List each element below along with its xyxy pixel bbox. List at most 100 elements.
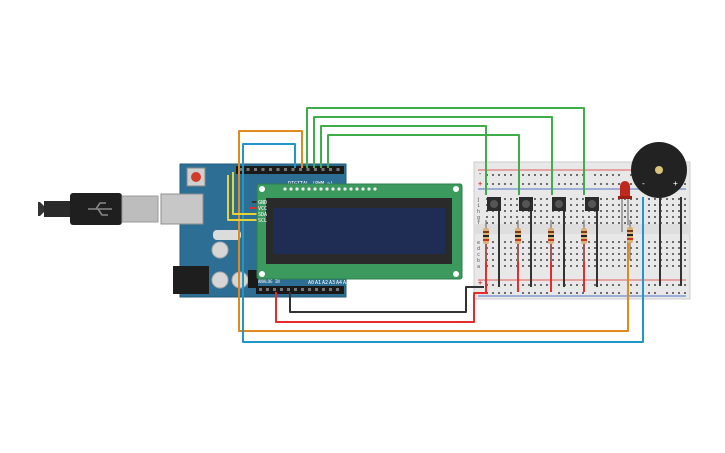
- breadboard-hole: [606, 216, 608, 218]
- breadboard-hole: [684, 216, 686, 218]
- breadboard-hole: [528, 241, 530, 243]
- resistor-band: [515, 235, 521, 237]
- breadboard-hole: [630, 210, 632, 212]
- lcd-pin-label: SCL: [258, 218, 267, 224]
- led: [618, 181, 632, 232]
- rail-label-plus: +: [478, 279, 482, 287]
- header-pin: [284, 168, 287, 171]
- breadboard-hole: [510, 198, 512, 200]
- breadboard-hole: [624, 204, 626, 206]
- breadboard-hole: [630, 174, 632, 176]
- breadboard-hole: [666, 241, 668, 243]
- lcd-pin: [319, 187, 323, 191]
- breadboard-hole: [504, 216, 506, 218]
- breadboard-hole: [558, 284, 560, 286]
- breadboard-hole: [558, 247, 560, 249]
- breadboard-hole: [540, 265, 542, 267]
- breadboard-hole: [612, 259, 614, 261]
- breadboard-hole: [528, 183, 530, 185]
- breadboard-hole: [618, 204, 620, 206]
- breadboard-hole: [654, 253, 656, 255]
- header-pin: [308, 288, 311, 291]
- row-letter: j: [477, 197, 480, 203]
- breadboard-hole: [534, 198, 536, 200]
- breadboard-hole: [510, 222, 512, 224]
- breadboard-hole: [504, 292, 506, 294]
- breadboard-hole: [654, 222, 656, 224]
- breadboard-hole: [534, 265, 536, 267]
- breadboard-hole: [552, 259, 554, 261]
- breadboard-hole: [654, 247, 656, 249]
- push-button-cap[interactable]: [522, 200, 530, 208]
- breadboard-hole: [678, 198, 680, 200]
- breadboard-hole: [648, 253, 650, 255]
- breadboard-hole: [606, 253, 608, 255]
- lcd-pin: [325, 187, 329, 191]
- resistor: [627, 220, 633, 260]
- breadboard-hole: [630, 204, 632, 206]
- breadboard-hole: [606, 183, 608, 185]
- lcd-top-pins: [283, 187, 377, 191]
- breadboard-hole: [546, 292, 548, 294]
- analog-pin-label: A5: [343, 280, 349, 286]
- power-jack: [173, 266, 209, 294]
- push-button-cap[interactable]: [490, 200, 498, 208]
- wire-green: [320, 125, 487, 195]
- breadboard-hole: [606, 210, 608, 212]
- breadboard-hole: [534, 222, 536, 224]
- breadboard-hole: [504, 253, 506, 255]
- breadboard-hole: [648, 284, 650, 286]
- breadboard-hole: [636, 204, 638, 206]
- breadboard-hole: [606, 247, 608, 249]
- breadboard-hole: [504, 198, 506, 200]
- breadboard-hole: [492, 216, 494, 218]
- breadboard-hole: [594, 284, 596, 286]
- breadboard-hole: [540, 259, 542, 261]
- breadboard-hole: [522, 216, 524, 218]
- breadboard-hole: [678, 241, 680, 243]
- breadboard-hole: [594, 174, 596, 176]
- breadboard-hole: [498, 174, 500, 176]
- lcd-pin: [343, 187, 347, 191]
- breadboard-hole: [528, 216, 530, 218]
- wire-green: [327, 134, 520, 195]
- lcd-pin: [337, 187, 341, 191]
- breadboard-hole: [636, 259, 638, 261]
- wire-blue: [242, 143, 644, 343]
- lcd-pin: [289, 187, 293, 191]
- resistor-band: [548, 235, 554, 237]
- analog-pin-label: A0: [308, 280, 314, 286]
- breadboard-hole: [594, 292, 596, 294]
- breadboard-hole: [510, 183, 512, 185]
- breadboard-hole: [498, 292, 500, 294]
- breadboard-hole: [672, 265, 674, 267]
- breadboard-hole: [576, 247, 578, 249]
- breadboard-hole: [576, 174, 578, 176]
- lcd-module: GND VCC SDA SCL: [256, 183, 463, 280]
- breadboard-hole: [552, 247, 554, 249]
- breadboard-hole: [654, 241, 656, 243]
- lcd-pin: [361, 187, 365, 191]
- row-letter: d: [477, 246, 480, 252]
- push-button-cap[interactable]: [555, 200, 563, 208]
- row-letter: c: [477, 252, 480, 258]
- breadboard-hole: [624, 247, 626, 249]
- breadboard-hole: [510, 210, 512, 212]
- breadboard-hole: [618, 292, 620, 294]
- breadboard-hole: [654, 198, 656, 200]
- breadboard-hole: [654, 210, 656, 212]
- wires: [227, 107, 644, 343]
- lcd-pin: [355, 187, 359, 191]
- breadboard-hole: [558, 222, 560, 224]
- breadboard-hole: [612, 204, 614, 206]
- header-pin: [239, 168, 242, 171]
- analog-header: [256, 286, 344, 294]
- breadboard-hole: [528, 292, 530, 294]
- breadboard-hole: [684, 259, 686, 261]
- breadboard-hole: [678, 216, 680, 218]
- breadboard-hole: [624, 241, 626, 243]
- breadboard-hole: [522, 174, 524, 176]
- push-button-cap[interactable]: [588, 200, 596, 208]
- breadboard-hole: [612, 183, 614, 185]
- breadboard-hole: [612, 265, 614, 267]
